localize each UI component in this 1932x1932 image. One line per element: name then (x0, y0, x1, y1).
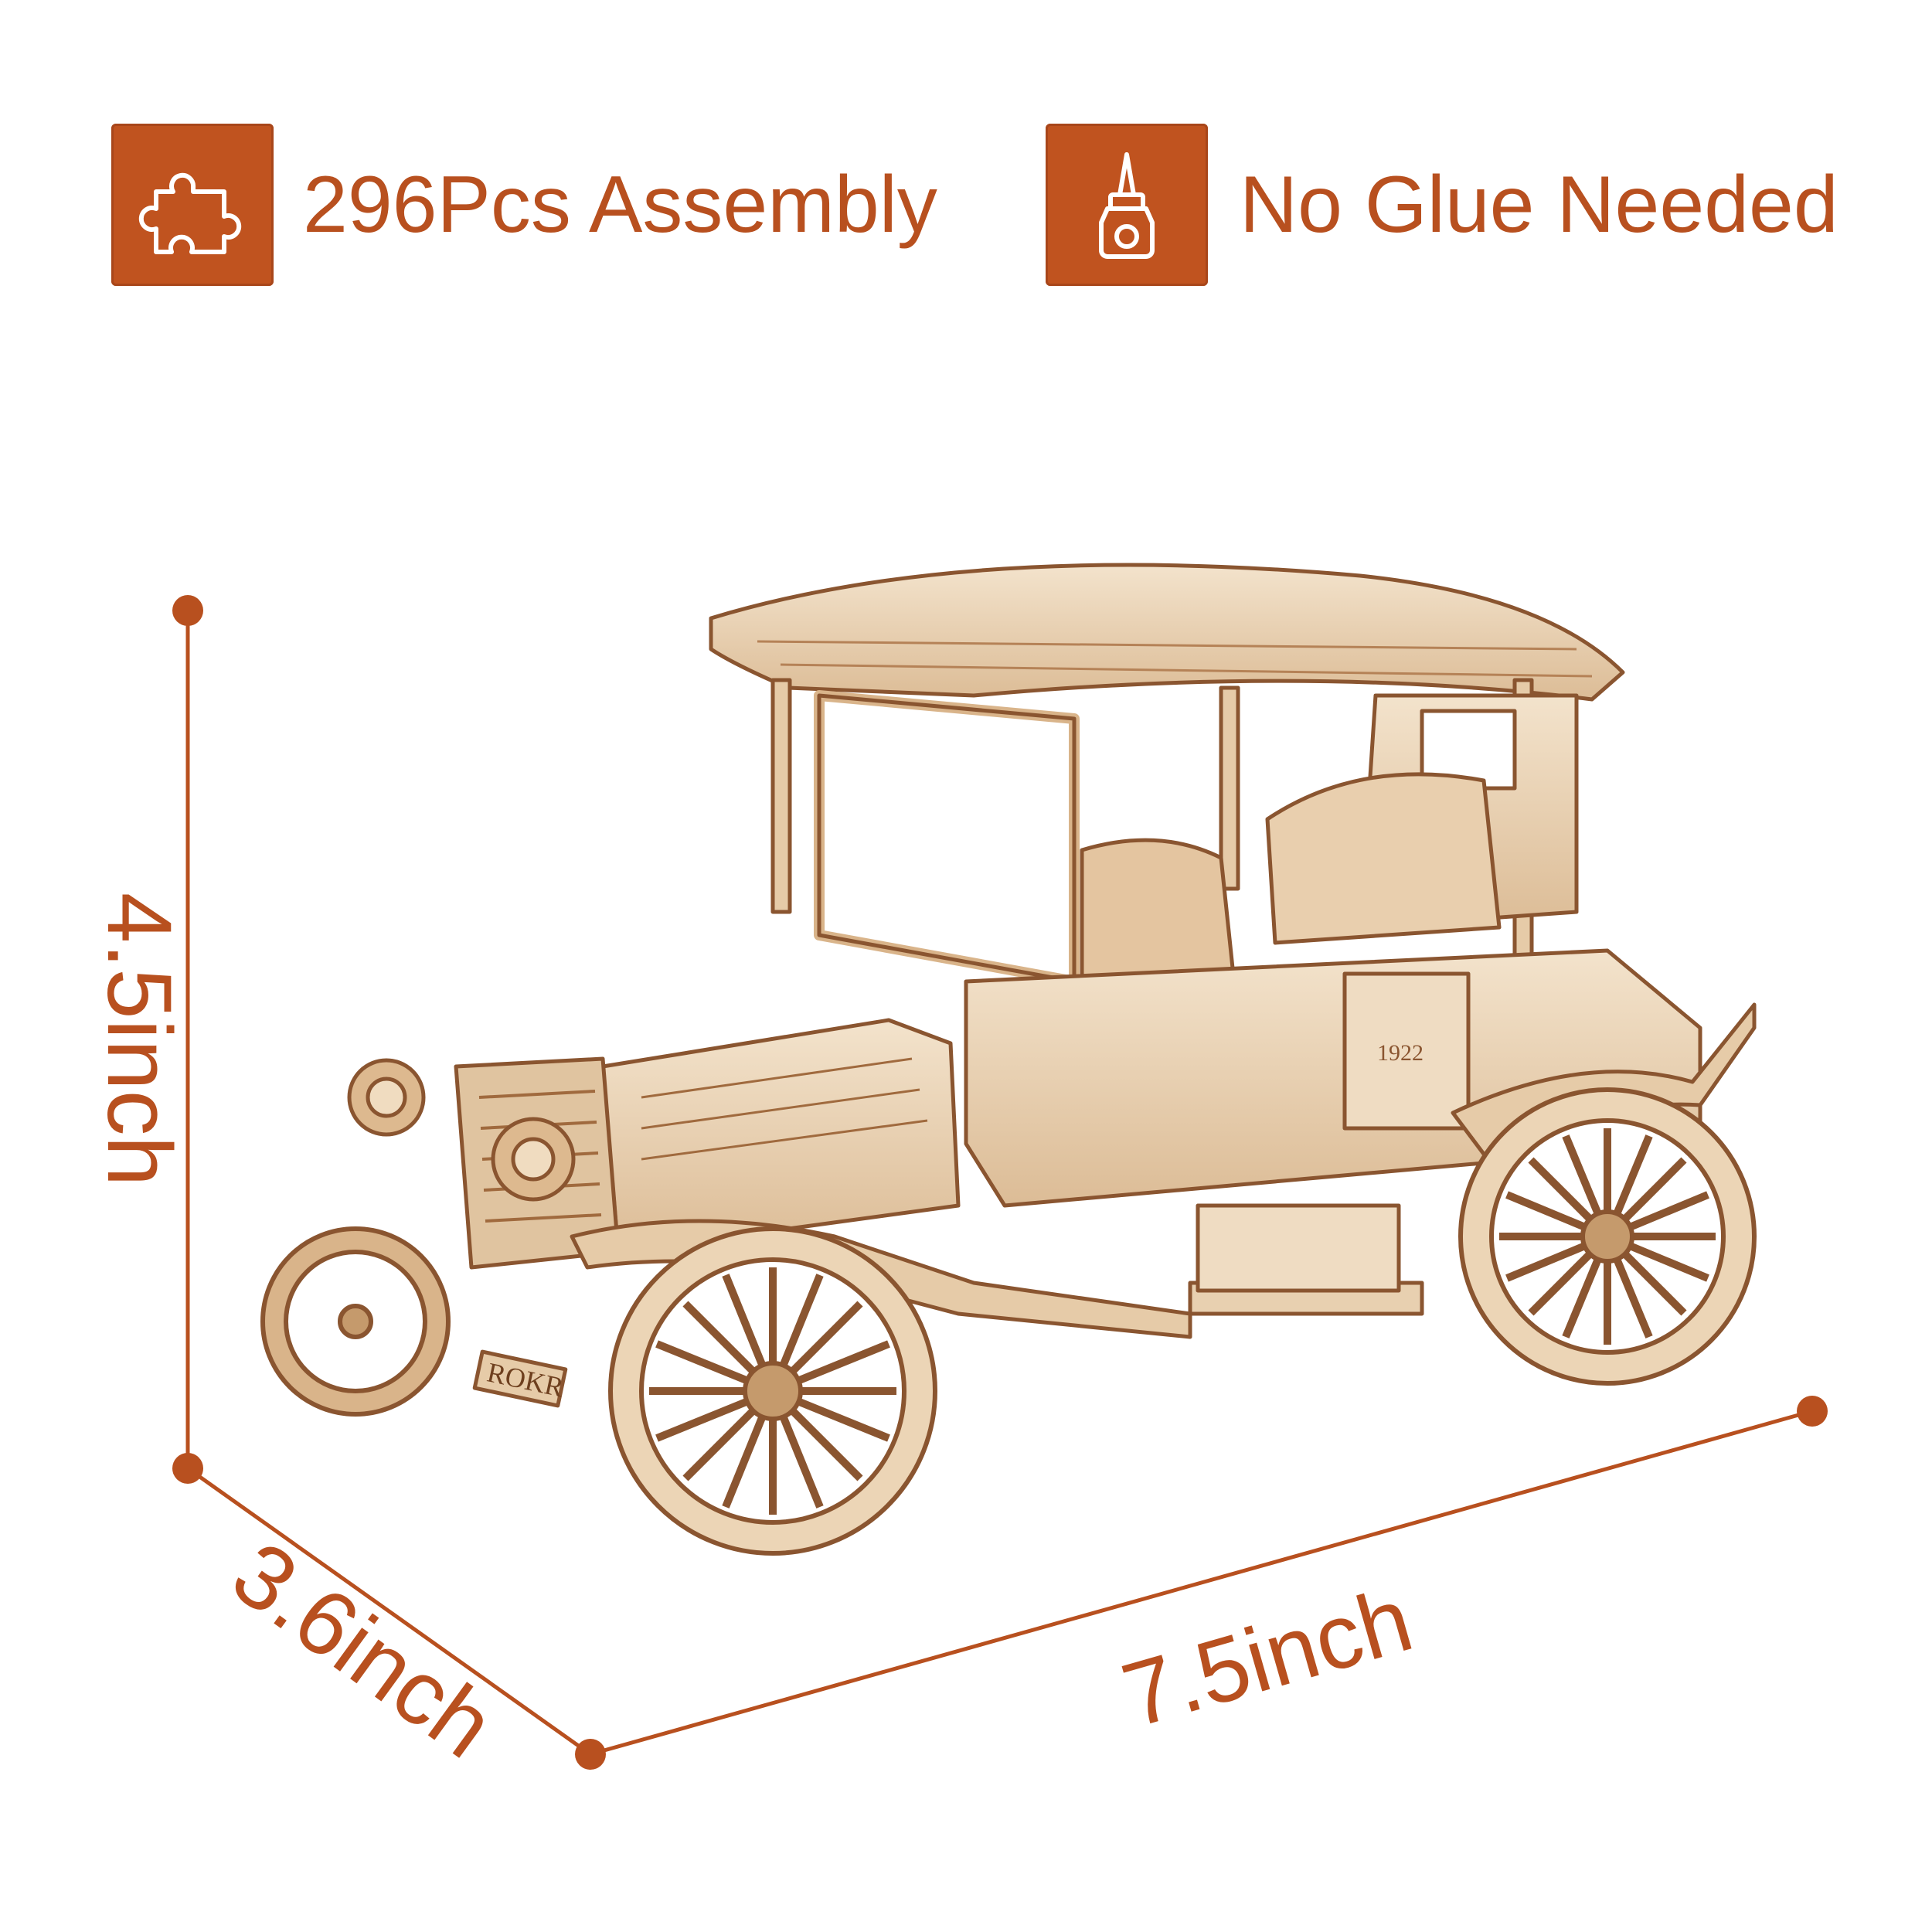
tool-box (1196, 1203, 1401, 1293)
depth-line (186, 1466, 592, 1757)
corner-left-dot (172, 1453, 203, 1484)
puzzle-piece-icon (138, 172, 242, 254)
car-rear-seat (1265, 772, 1502, 945)
no-glue-label: No Glue Needed (1240, 160, 1838, 250)
door-year: 1922 (1377, 1040, 1423, 1066)
length-line (590, 1409, 1813, 1757)
car-roof (709, 563, 1625, 702)
corner-front-dot (575, 1739, 606, 1770)
front-right-wheel (608, 1226, 937, 1556)
pieces-label: 296Pcs Assembly (303, 160, 937, 250)
license-plate (472, 1349, 568, 1408)
length-end-dot (1797, 1396, 1828, 1427)
car-windshield (814, 690, 1080, 987)
glue-bottle-icon (1099, 152, 1155, 259)
car-hood (600, 1018, 961, 1254)
front-left-wheel (260, 1226, 451, 1417)
height-top-dot (172, 595, 203, 626)
pieces-badge (111, 124, 274, 286)
rear-right-wheel (1458, 1087, 1757, 1386)
no-glue-badge (1046, 124, 1208, 286)
